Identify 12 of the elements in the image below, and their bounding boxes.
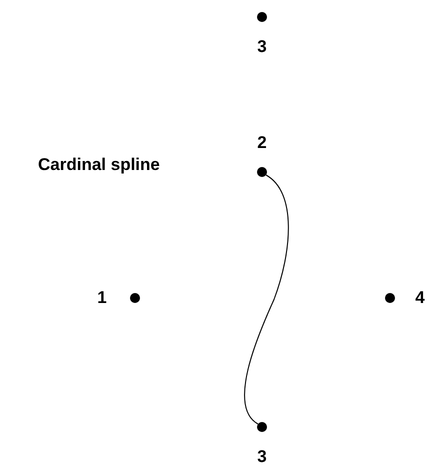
point-label: 3	[256, 37, 268, 57]
point-marker	[385, 293, 395, 303]
point-marker	[257, 422, 267, 432]
diagram-title: Cardinal spline	[38, 154, 160, 176]
point-label: 2	[256, 133, 268, 153]
point-label: 1	[96, 288, 108, 308]
point-marker	[130, 293, 140, 303]
point-label: 3	[256, 447, 268, 467]
point-marker	[257, 167, 267, 177]
point-label: 4	[414, 288, 426, 308]
point-marker	[257, 12, 267, 22]
spline-curve	[244, 174, 289, 424]
